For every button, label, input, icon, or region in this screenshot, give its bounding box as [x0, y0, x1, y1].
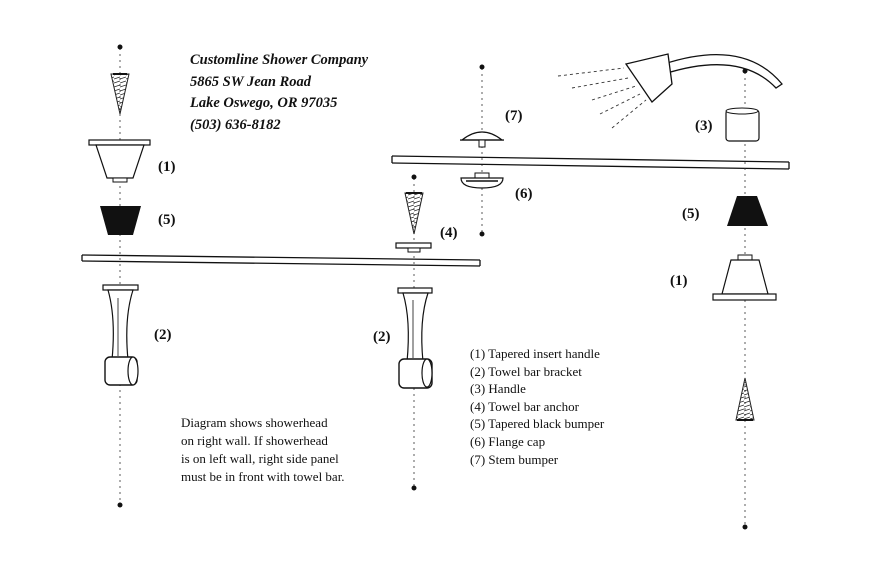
left-tapered-insert-handle	[88, 139, 151, 183]
parts-legend: (1) Tapered insert handle (2) Towel bar …	[470, 345, 604, 468]
callout-left-2: (2)	[154, 327, 172, 343]
left-top-dot	[117, 44, 123, 50]
flange-cap	[460, 172, 504, 189]
left-assembly	[88, 44, 151, 508]
legend-item: (3) Handle	[470, 381, 526, 397]
callout-left-5: (5)	[158, 212, 176, 228]
legend-item: (4) Towel bar anchor	[470, 398, 579, 414]
middle-bottom-dot	[411, 485, 417, 491]
callout-middle-2: (2)	[373, 329, 391, 345]
right-bottom-dot	[742, 524, 748, 530]
company-city: Lake Oswego, OR 97035	[190, 95, 338, 111]
note-line: on right wall. If showerhead	[181, 433, 328, 448]
left-towel-bar-bracket	[102, 284, 139, 386]
left-towel-bar	[81, 254, 481, 267]
company-street: 5865 SW Jean Road	[190, 73, 311, 90]
towel-bar-anchor	[395, 242, 432, 253]
right-assembly	[557, 53, 783, 530]
middle-screw	[404, 192, 424, 235]
right-tapered-insert-handle	[712, 254, 777, 301]
right-towel-bar	[391, 155, 790, 170]
left-black-bumper	[100, 206, 141, 235]
company-info: Customline Shower Company 5865 SW Jean R…	[190, 50, 368, 136]
legend-item: (7) Stem bumper	[470, 451, 559, 467]
callout-right-5: (5)	[682, 206, 700, 222]
callout-4: (4)	[440, 225, 458, 241]
callout-6: (6)	[515, 186, 533, 202]
company-name: Customline Shower Company	[190, 52, 369, 68]
showerhead-icon	[557, 53, 783, 129]
callout-7: (7)	[505, 108, 523, 124]
middle-towel-bar-bracket	[397, 287, 433, 389]
note-line: must be in front with towel bar.	[181, 469, 345, 484]
company-phone: (503) 636-8182	[190, 116, 281, 133]
legend-item: (5) Tapered black bumper	[470, 416, 605, 432]
callout-3: (3)	[695, 118, 713, 134]
handle	[725, 107, 760, 142]
note-line: Diagram shows showerhead	[181, 415, 328, 430]
right-screw	[735, 377, 755, 421]
stem-bumper	[460, 131, 504, 148]
orientation-note: Diagram shows showerhead on right wall. …	[181, 414, 345, 486]
legend-item: (6) Flange cap	[470, 433, 546, 449]
stem-column	[460, 64, 504, 237]
callout-left-1: (1)	[158, 159, 176, 175]
legend-item: (2) Towel bar bracket	[470, 363, 582, 379]
left-screw	[110, 73, 130, 115]
middle-top-dot	[411, 174, 417, 180]
legend-item: (1) Tapered insert handle	[470, 346, 600, 361]
note-line: is on left wall, right side panel	[181, 451, 339, 466]
middle-assembly	[395, 174, 433, 491]
right-black-bumper	[727, 196, 768, 226]
left-bottom-dot	[117, 502, 123, 508]
callout-right-1: (1)	[670, 273, 688, 289]
